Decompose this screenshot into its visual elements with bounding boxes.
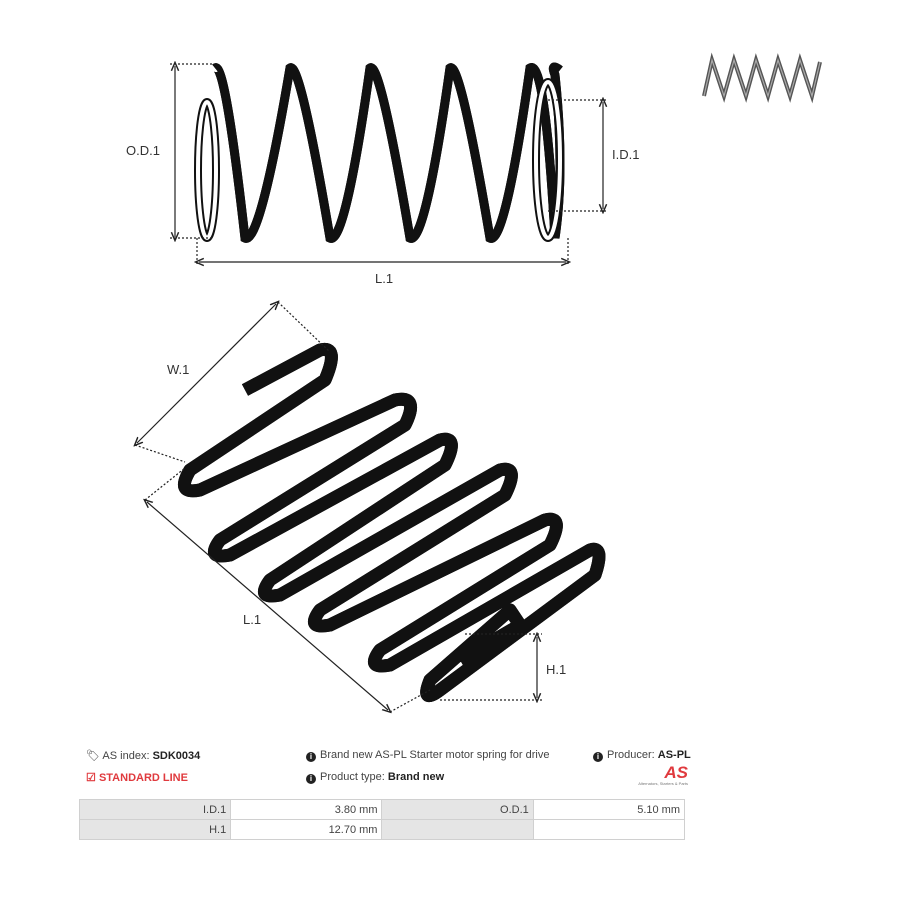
top-dimension-lines: [170, 64, 607, 266]
length-label-bottom: L.1: [243, 612, 262, 627]
spec-key: O.D.1: [381, 799, 534, 820]
spring-photo-thumbnail: [702, 52, 822, 104]
height-label: H.1: [546, 662, 567, 677]
spec-key: I.D.1: [78, 799, 232, 820]
info-icon: i: [306, 774, 316, 784]
specs-table: I.D.1 3.80 mm O.D.1 5.10 mm H.1 12.70 mm: [78, 799, 686, 840]
od-label: O.D.1: [126, 143, 160, 158]
width-label: W.1: [167, 362, 190, 377]
checkbox-icon: ☑: [86, 772, 96, 784]
spring-technical-drawing: [0, 52, 822, 740]
info-icon: i: [306, 752, 316, 762]
table-row: H.1 12.70 mm: [78, 819, 686, 840]
as-index: 🏷 AS index: SDK0034: [86, 750, 201, 762]
table-row: I.D.1 3.80 mm O.D.1 5.10 mm: [78, 799, 686, 820]
as-pl-logo: AS Alternators, Starters & Parts: [638, 763, 688, 786]
top-spring-side-view: [194, 67, 560, 238]
info-icon: i: [593, 752, 603, 762]
standard-line-badge: ☑ STANDARD LINE: [86, 772, 188, 784]
spec-value: 12.70 mm: [230, 819, 383, 840]
tag-icon: 🏷: [86, 750, 100, 762]
bottom-spring-top-view: [184, 349, 599, 695]
spec-key: [381, 819, 534, 840]
spec-value: [532, 819, 686, 840]
spec-value: 3.80 mm: [230, 799, 383, 820]
spec-key: H.1: [78, 819, 232, 840]
length-label-top: L.1: [375, 271, 394, 286]
id-label: I.D.1: [612, 147, 640, 162]
bottom-dimension-lines: [135, 302, 542, 712]
spec-value: 5.10 mm: [532, 799, 686, 820]
